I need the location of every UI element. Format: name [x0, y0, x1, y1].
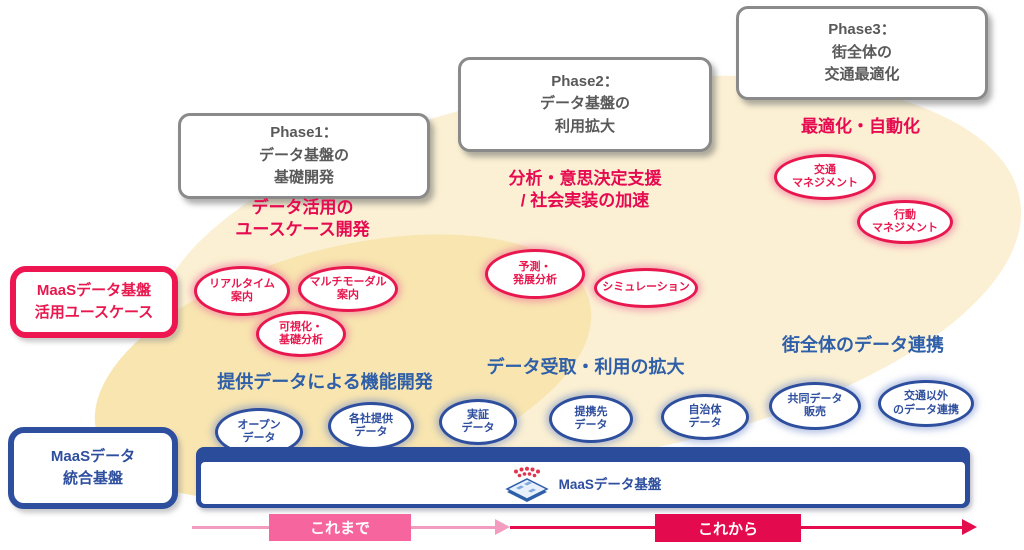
phase3-box: Phase3： 街全体の 交通最適化	[736, 6, 988, 100]
section-label-citywide-data-linkage: 街全体のデータ連携	[782, 335, 944, 355]
use-case-realtime-guidance: リアルタイム 案内	[194, 266, 290, 316]
use-case-multimodal-guidance: マルチモーダル 案内	[298, 266, 398, 312]
phase3-sublabel: 最適化・自動化	[801, 117, 920, 136]
use-case-simulation: シミュレーション	[594, 268, 698, 308]
data-municipality-data: 自治体 データ	[661, 394, 749, 440]
use-case-behavior-management: 行動 マネジメント	[857, 200, 953, 244]
use-case-visualization-analysis: 可視化・ 基礎分析	[256, 311, 346, 357]
platform-bar-label: MaaSデータ基盤	[558, 477, 662, 492]
data-poc-data: 実証 データ	[439, 399, 517, 445]
section-label-provided-data: 提供データによる機能開発	[217, 372, 433, 392]
use-case-prediction-analysis: 予測・ 発展分析	[485, 249, 585, 299]
timeline-future-label: これから	[655, 514, 801, 542]
phase2-box: Phase2： データ基盤の 利用拡大	[458, 57, 712, 152]
use-case-layer-box: MaaSデータ基盤 活用ユースケース	[10, 266, 178, 338]
use-case-traffic-management: 交通 マネジメント	[774, 154, 876, 200]
data-company-provided: 各社提供 データ	[328, 402, 414, 450]
data-platform-icon	[504, 466, 549, 502]
integration-platform-layer-box: MaaSデータ 統合基盤	[8, 427, 178, 509]
data-partner-data: 提携先 データ	[549, 395, 633, 443]
data-joint-data-sales: 共同データ 販売	[769, 382, 861, 430]
phase1-box: Phase1： データ基盤の 基礎開発	[178, 113, 430, 199]
phase1-sublabel: データ活用の ユースケース開発	[235, 198, 370, 240]
timeline-past-label: これまで	[269, 514, 411, 541]
timeline-future-arrowhead	[962, 519, 977, 535]
section-label-data-usage-expansion: データ受取・利用の拡大	[486, 357, 685, 377]
data-non-transport-linkage: 交通以外 のデータ連携	[878, 380, 974, 427]
phase2-sublabel: 分析・意思決定支援 / 社会実装の加速	[508, 169, 662, 211]
timeline-past-arrowhead	[495, 519, 510, 535]
maas-data-platform-bar: MaaSデータ基盤	[196, 447, 970, 508]
platform-bar-face: MaaSデータ基盤	[201, 462, 965, 504]
